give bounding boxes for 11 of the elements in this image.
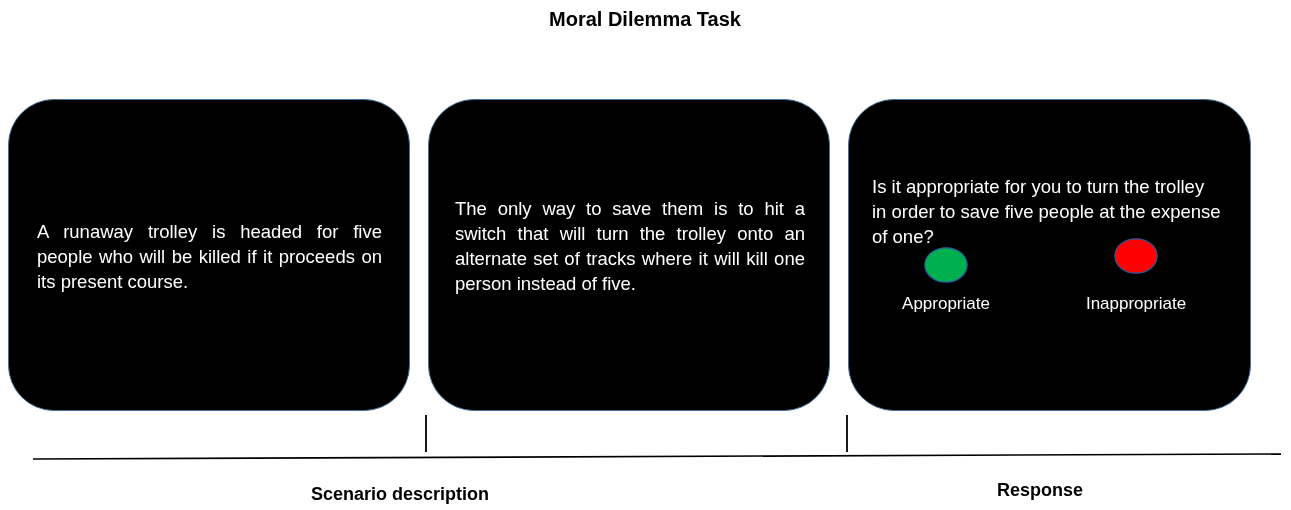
scenario-text: The only way to save them is to hit a switch that will turn the trolley onto an alternate set of tracks where it will kill one person instead of five. — [455, 197, 805, 296]
option-label: Appropriate — [902, 293, 990, 315]
screen-panel — [8, 99, 410, 411]
phase-label: Scenario description — [310, 483, 490, 506]
phase-label: Response — [997, 479, 1083, 502]
screen-panel — [428, 99, 830, 411]
diagram-title: Moral Dilemma Task — [549, 7, 741, 32]
screen-panel — [848, 99, 1251, 411]
scenario-text: A runaway trolley is headed for five people who will be killed if it proceeds on its present course. — [37, 220, 382, 294]
option-label: Inappropriate — [1085, 293, 1187, 315]
question-text: Is it appropriate for you to turn the trolley in order to save five people at the expense of one? — [872, 175, 1222, 249]
